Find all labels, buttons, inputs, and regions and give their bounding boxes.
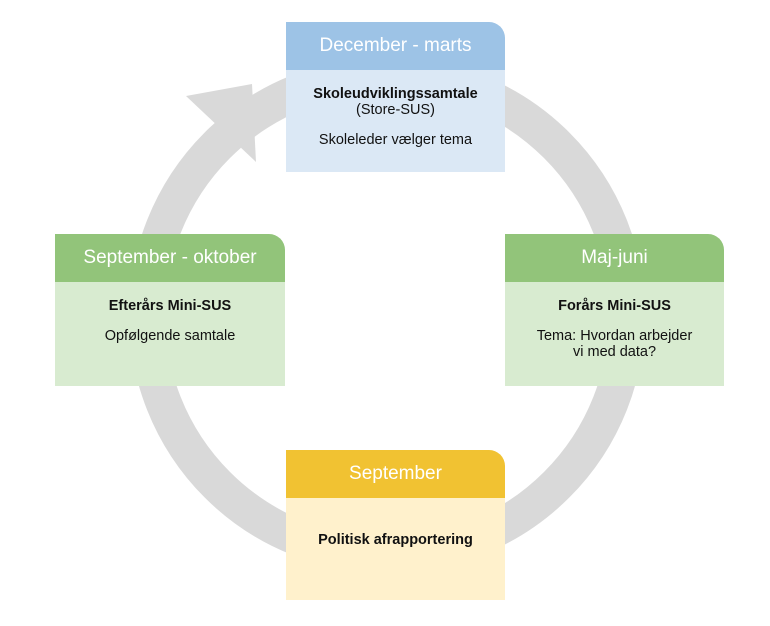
card-header-september-oktober: September - oktober [55, 234, 285, 282]
card-note-opfoelgende-samtale: Opfølgende samtale [104, 328, 236, 344]
card-december-marts: December - marts Skoleudviklingssamtale … [286, 22, 505, 172]
card-header-maj-juni: Maj-juni [505, 234, 724, 282]
card-body-september: Politisk afrapportering [286, 498, 505, 600]
card-title-efteraars-mini-sus: Efterårs Mini-SUS [108, 298, 232, 314]
card-title-politisk-afrapportering: Politisk afrapportering [318, 532, 473, 548]
card-body-december-marts: Skoleudviklingssamtale (Store-SUS) Skole… [286, 70, 505, 172]
card-header-december-marts: December - marts [286, 22, 505, 70]
card-september: September Politisk afrapportering [286, 450, 505, 600]
card-title-skoleudviklingssamtale: Skoleudviklingssamtale [313, 86, 478, 102]
card-note-tema-line2: vi med data? [572, 344, 657, 360]
card-subtitle-store-sus: (Store-SUS) [356, 102, 435, 118]
card-body-september-oktober: Efterårs Mini-SUS Opfølgende samtale [55, 282, 285, 386]
card-september-oktober: September - oktober Efterårs Mini-SUS Op… [55, 234, 285, 386]
card-maj-juni: Maj-juni Forårs Mini-SUS Tema: Hvordan a… [505, 234, 724, 386]
card-body-maj-juni: Forårs Mini-SUS Tema: Hvordan arbejder v… [505, 282, 724, 386]
card-header-september: September [286, 450, 505, 498]
card-note-tema-line1: Tema: Hvordan arbejder [536, 328, 693, 344]
card-note-skoleleder: Skoleleder vælger tema [318, 132, 473, 148]
cycle-arrow-head [186, 84, 256, 162]
card-title-foraars-mini-sus: Forårs Mini-SUS [558, 298, 671, 314]
